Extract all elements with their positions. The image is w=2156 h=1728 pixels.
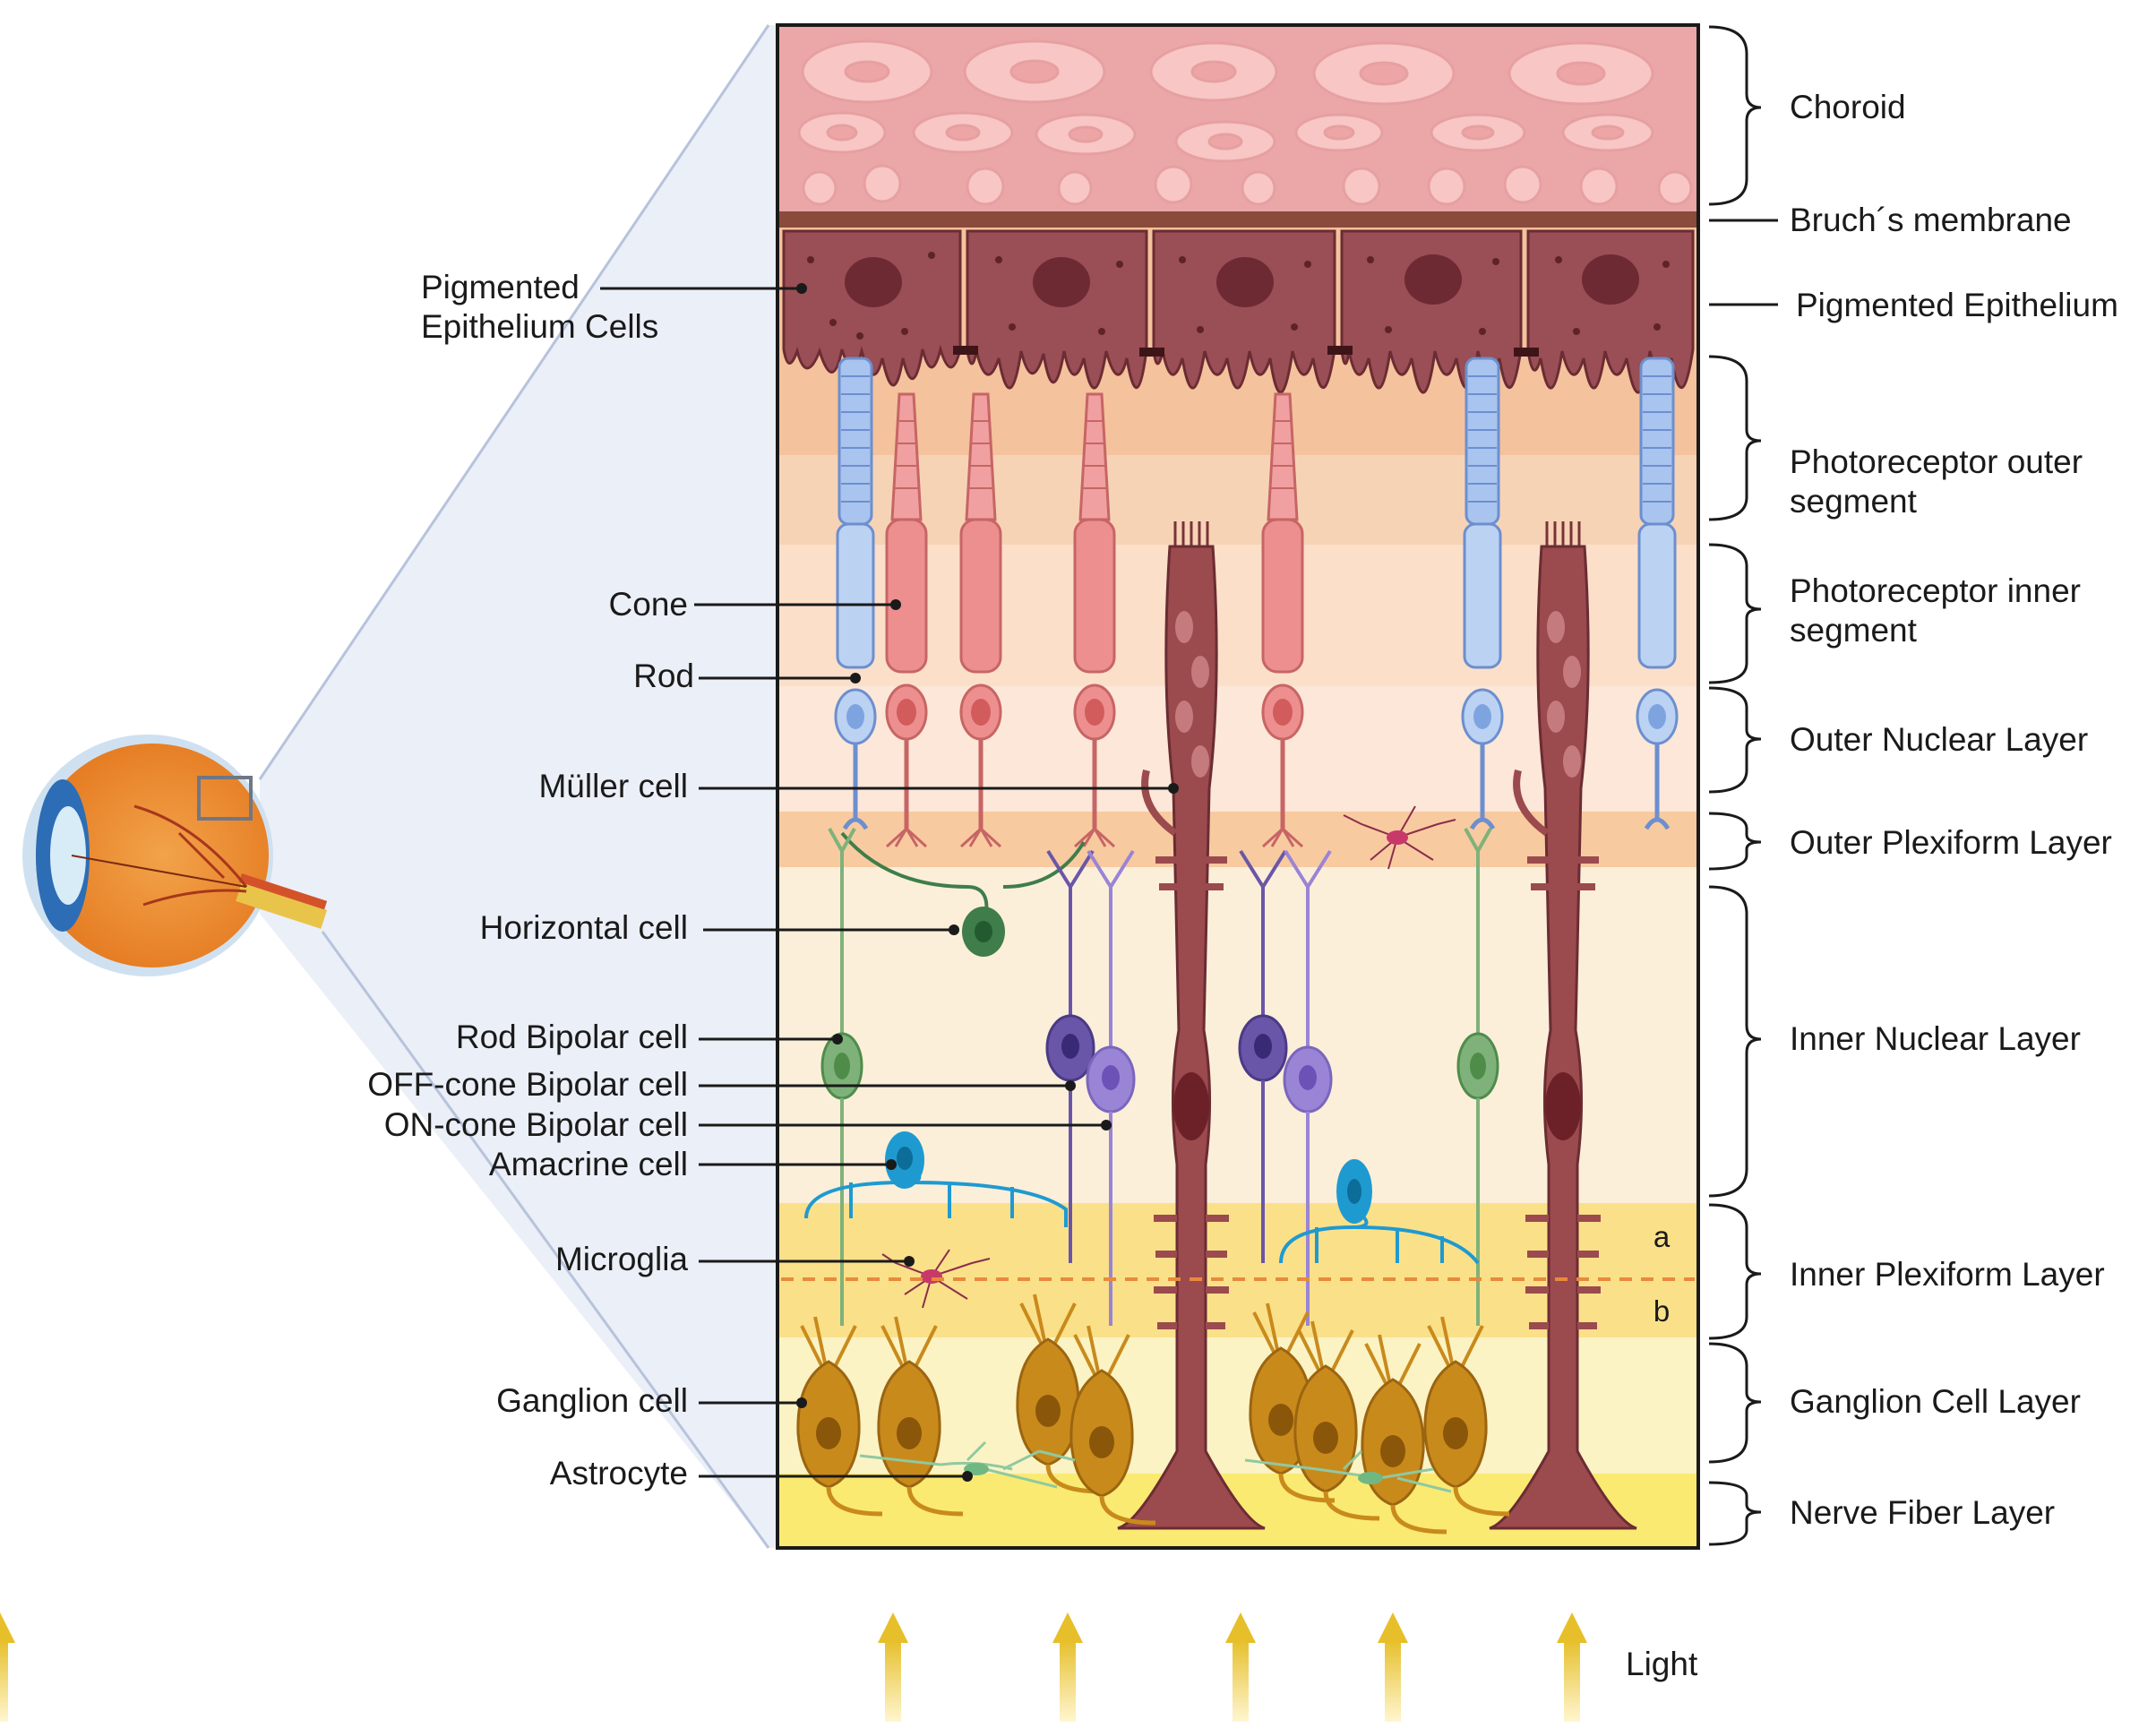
left-label-group: Pigmented Epithelium Cells Cone Rod Müll… [367,269,1179,1492]
horizontal-cell-shape [840,831,1086,957]
label-amacrine-cell: Amacrine cell [489,1146,688,1182]
label-nerve-fiber-layer: Nerve Fiber Layer [1790,1494,2055,1531]
astrocyte-cells [859,1440,1452,1493]
label-photoreceptor-outer-1: Photoreceptor outer [1790,443,2083,480]
sublayer-label-b: b [1654,1294,1670,1328]
light-arrows: Light [0,1612,1698,1722]
label-pigmented-epithelium: Pigmented Epithelium [1796,287,2118,323]
eye-illustration [22,24,777,1549]
label-choroid: Choroid [1790,89,1906,125]
label-inner-nuclear-layer: Inner Nuclear Layer [1790,1020,2081,1057]
label-outer-plexiform-layer: Outer Plexiform Layer [1790,824,2112,861]
label-cone: Cone [609,586,688,623]
label-on-cone-bipolar-cell: ON-cone Bipolar cell [384,1106,688,1143]
label-ganglion-cell: Ganglion cell [496,1382,688,1419]
label-horizontal-cell: Horizontal cell [480,909,688,946]
label-bruchs-membrane: Bruch´s membrane [1790,202,2072,238]
label-rod-bipolar-cell: Rod Bipolar cell [456,1019,688,1055]
retina-panel: a b [776,23,1700,1550]
label-pigmented-epithelium-cells-1: Pigmented [421,269,580,305]
label-outer-nuclear-layer: Outer Nuclear Layer [1790,721,2088,758]
sublayer-label-a: a [1654,1220,1671,1253]
label-rod: Rod [633,658,694,694]
label-inner-plexiform-layer: Inner Plexiform Layer [1790,1256,2105,1293]
epithelium-cells [782,229,1695,394]
right-label-group: Choroid Bruch´s membrane Pigmented Epith… [1708,25,2118,1546]
label-photoreceptor-inner-2: segment [1790,612,1918,649]
label-photoreceptor-outer-2: segment [1790,483,1918,520]
label-ganglion-cell-layer: Ganglion Cell Layer [1790,1383,2081,1420]
label-astrocyte: Astrocyte [550,1455,688,1492]
label-off-cone-bipolar-cell: OFF-cone Bipolar cell [367,1066,688,1103]
choroid-cells [797,39,1693,206]
label-pigmented-epithelium-cells-2: Epithelium Cells [421,308,658,345]
label-muller-cell: Müller cell [538,768,688,804]
amacrine-cells [804,1131,1480,1265]
label-light: Light [1626,1646,1698,1682]
bruchs-membrane-layer [777,211,1698,228]
label-photoreceptor-inner-1: Photoreceptor inner [1790,572,2081,609]
label-microglia: Microglia [555,1241,688,1277]
